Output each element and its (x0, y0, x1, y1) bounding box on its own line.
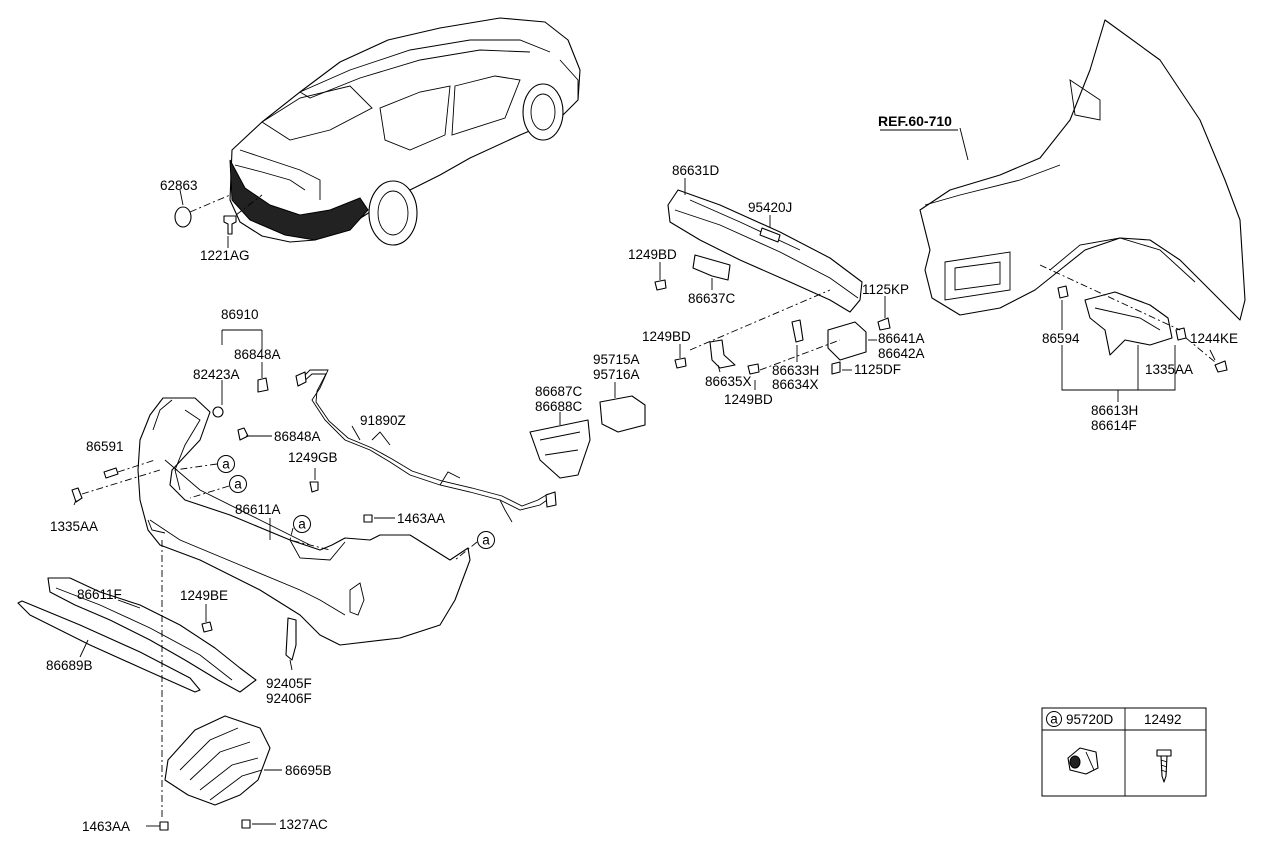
screw-icon (1156, 749, 1172, 783)
part-86633H-bracket (791, 319, 804, 343)
label-95715A: 95715A (593, 352, 640, 367)
label-86633H: 86633H (772, 363, 819, 378)
label-86687C: 86687C (535, 384, 583, 399)
reference-quarter-panel (919, 19, 1246, 321)
label-1249BD-mid: 1249BD (642, 329, 691, 344)
label-1249GB: 1249GB (288, 450, 338, 465)
label-92405F: 92405F (266, 676, 312, 691)
part-86637C-bracket (692, 254, 731, 281)
part-86631D-back-beam (667, 189, 863, 313)
callout-a-1 (217, 455, 235, 473)
label-86637C: 86637C (688, 291, 736, 306)
part-86848A-grommet (212, 377, 269, 441)
label-1125DF: 1125DF (854, 362, 901, 377)
label-1249BD-top: 1249BD (628, 247, 677, 262)
callout-a-4 (477, 531, 495, 549)
label-86634X: 86634X (772, 377, 819, 392)
label-91890Z: 91890Z (360, 413, 406, 428)
label-1244KE: 1244KE (1190, 331, 1238, 346)
part-1125KP-bolt (877, 317, 891, 331)
parking-sensor-icon (1067, 747, 1099, 775)
leader-dash-quarter (1039, 264, 1181, 331)
label-1249BE: 1249BE (180, 588, 228, 603)
part-1221AG-bolt (223, 194, 263, 235)
part-86687C-side-bracket (529, 419, 591, 479)
part-1125DF-bolt (831, 361, 841, 375)
label-86848A-top: 86848A (234, 347, 281, 362)
label-86689B: 86689B (46, 658, 93, 673)
label-1335AA-right: 1335AA (1145, 362, 1193, 377)
label-1335AA-left: 1335AA (50, 519, 98, 534)
part-1335AA-clip-left (71, 469, 161, 503)
label-1125KP: 1125KP (862, 282, 909, 297)
part-86695B-undercover (164, 715, 271, 806)
label-86642A: 86642A (878, 346, 925, 361)
legend-col1-part: 95720D (1066, 712, 1114, 727)
legend-col2-part: 12492 (1144, 712, 1182, 727)
vehicle-overview-illustration (229, 17, 581, 246)
part-86611A-bumper-cover (137, 397, 471, 646)
part-labels: 62863 1221AG 86910 86848A 82423A 86848A … (46, 113, 1238, 834)
part-91890Z-wiring-harness (295, 369, 557, 523)
label-1249BD-bottom: 1249BD (724, 392, 773, 407)
label-86613H: 86613H (1091, 403, 1138, 418)
part-1249BD-bolts (654, 279, 760, 375)
label-62863: 62863 (160, 178, 198, 193)
label-95420J: 95420J (748, 200, 792, 215)
part-1244KE-bolt (1185, 337, 1228, 373)
part-1463AA-nut (159, 514, 373, 831)
label-92406F: 92406F (266, 691, 312, 706)
part-86689B-moulding (17, 600, 201, 693)
leader-dash-rail-2 (759, 339, 841, 371)
callout-a-4-text: a (482, 533, 490, 548)
callout-a-2 (229, 475, 247, 493)
leader-dash-rail (689, 289, 831, 351)
part-62863-cap (174, 194, 231, 228)
label-1221AG: 1221AG (200, 248, 250, 263)
label-1327AC: 1327AC (279, 817, 328, 832)
callout-a-1-text: a (222, 457, 230, 472)
label-86641A: 86641A (878, 331, 925, 346)
label-95716A: 95716A (593, 367, 640, 382)
label-1463AA-bottom: 1463AA (82, 819, 130, 834)
callout-a-3 (293, 515, 311, 533)
part-86611F-lower-garnish (47, 577, 257, 693)
label-86910: 86910 (221, 307, 259, 322)
part-86591-bolt (103, 459, 156, 479)
label-86614F: 86614F (1091, 418, 1137, 433)
legend-callout-a (1046, 711, 1062, 727)
part-86613H-side-bracket (1084, 291, 1173, 356)
label-86594: 86594 (1042, 331, 1080, 346)
part-86594-clip (1057, 285, 1069, 299)
part-86635X-bracket (709, 339, 736, 369)
label-82423A: 82423A (193, 367, 240, 382)
label-86611F: 86611F (77, 587, 122, 602)
label-86695B: 86695B (285, 763, 332, 778)
label-86688C: 86688C (535, 399, 583, 414)
label-86591: 86591 (86, 439, 124, 454)
part-1249BE-bolt (201, 621, 213, 633)
part-95715A-sensor (599, 395, 646, 433)
legend-letter: a (1050, 712, 1058, 727)
label-86631D: 86631D (672, 163, 720, 178)
part-92405F-reflector (285, 617, 297, 661)
part-86641A-sensor-housing (827, 321, 867, 361)
part-1327AC-clip (241, 819, 251, 829)
label-86635X: 86635X (705, 374, 752, 389)
label-86611A: 86611A (235, 502, 281, 517)
label-ref-60-710: REF.60-710 (878, 113, 952, 129)
label-86848A-side: 86848A (274, 429, 321, 444)
part-95420J-bracket (759, 227, 781, 243)
callout-markers: a a a a (174, 455, 495, 561)
leader-lines (73, 127, 1216, 827)
label-1463AA-top: 1463AA (397, 511, 445, 526)
callout-a-2-text: a (234, 477, 242, 492)
legend-table: a 95720D 12492 (1041, 707, 1207, 797)
part-1249GB-bolt (309, 481, 319, 493)
part-1335AA-clip-right (1175, 327, 1187, 341)
callout-a-3-text: a (298, 517, 306, 532)
